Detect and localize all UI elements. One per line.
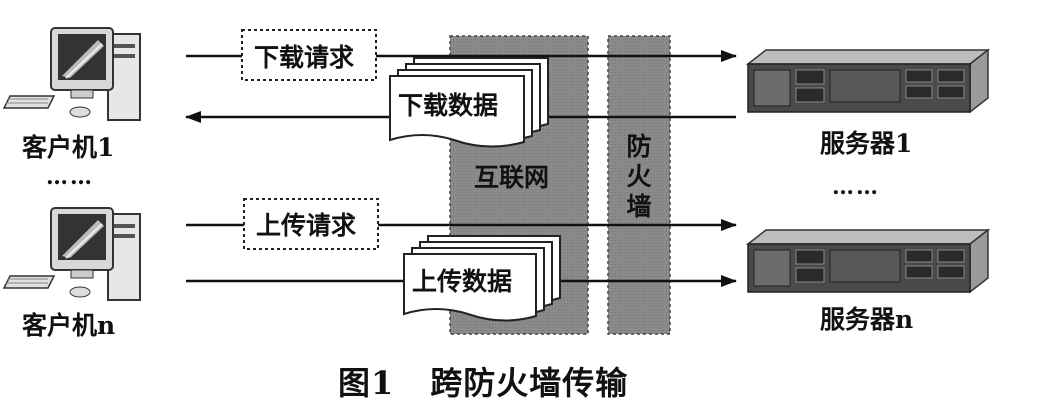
figure-number: 图1 xyxy=(338,364,395,402)
download-data-document-stack xyxy=(389,57,549,148)
client-computer-n-icon xyxy=(2,207,141,301)
internet-label: 互联网 xyxy=(474,163,550,192)
client-1-label: 客户机1 xyxy=(22,133,115,162)
figure-title: 跨防火墙传输 xyxy=(430,364,629,402)
server-1-icon xyxy=(745,48,991,114)
server-1-label: 服务器1 xyxy=(820,129,913,158)
server-n-icon xyxy=(745,228,991,294)
server-ellipsis: …… xyxy=(832,174,880,200)
firewall-label: 防火墙 xyxy=(626,132,652,221)
client-computer-1-icon xyxy=(2,27,141,121)
server-n-label: 服务器n xyxy=(820,305,914,334)
download-data-label: 下载数据 xyxy=(398,91,499,120)
upload-request-label: 上传请求 xyxy=(256,211,357,240)
download-request-label: 下载请求 xyxy=(254,43,355,72)
figure-caption: 图1 跨防火墙传输 xyxy=(338,358,628,404)
upload-data-label: 上传数据 xyxy=(412,267,513,296)
download-request-box xyxy=(241,29,377,81)
firewall-region xyxy=(607,35,671,335)
client-n-label: 客户机n xyxy=(22,311,116,340)
upload-request-box xyxy=(243,198,379,250)
upload-data-document-stack xyxy=(403,235,561,322)
client-ellipsis: …… xyxy=(46,164,94,190)
